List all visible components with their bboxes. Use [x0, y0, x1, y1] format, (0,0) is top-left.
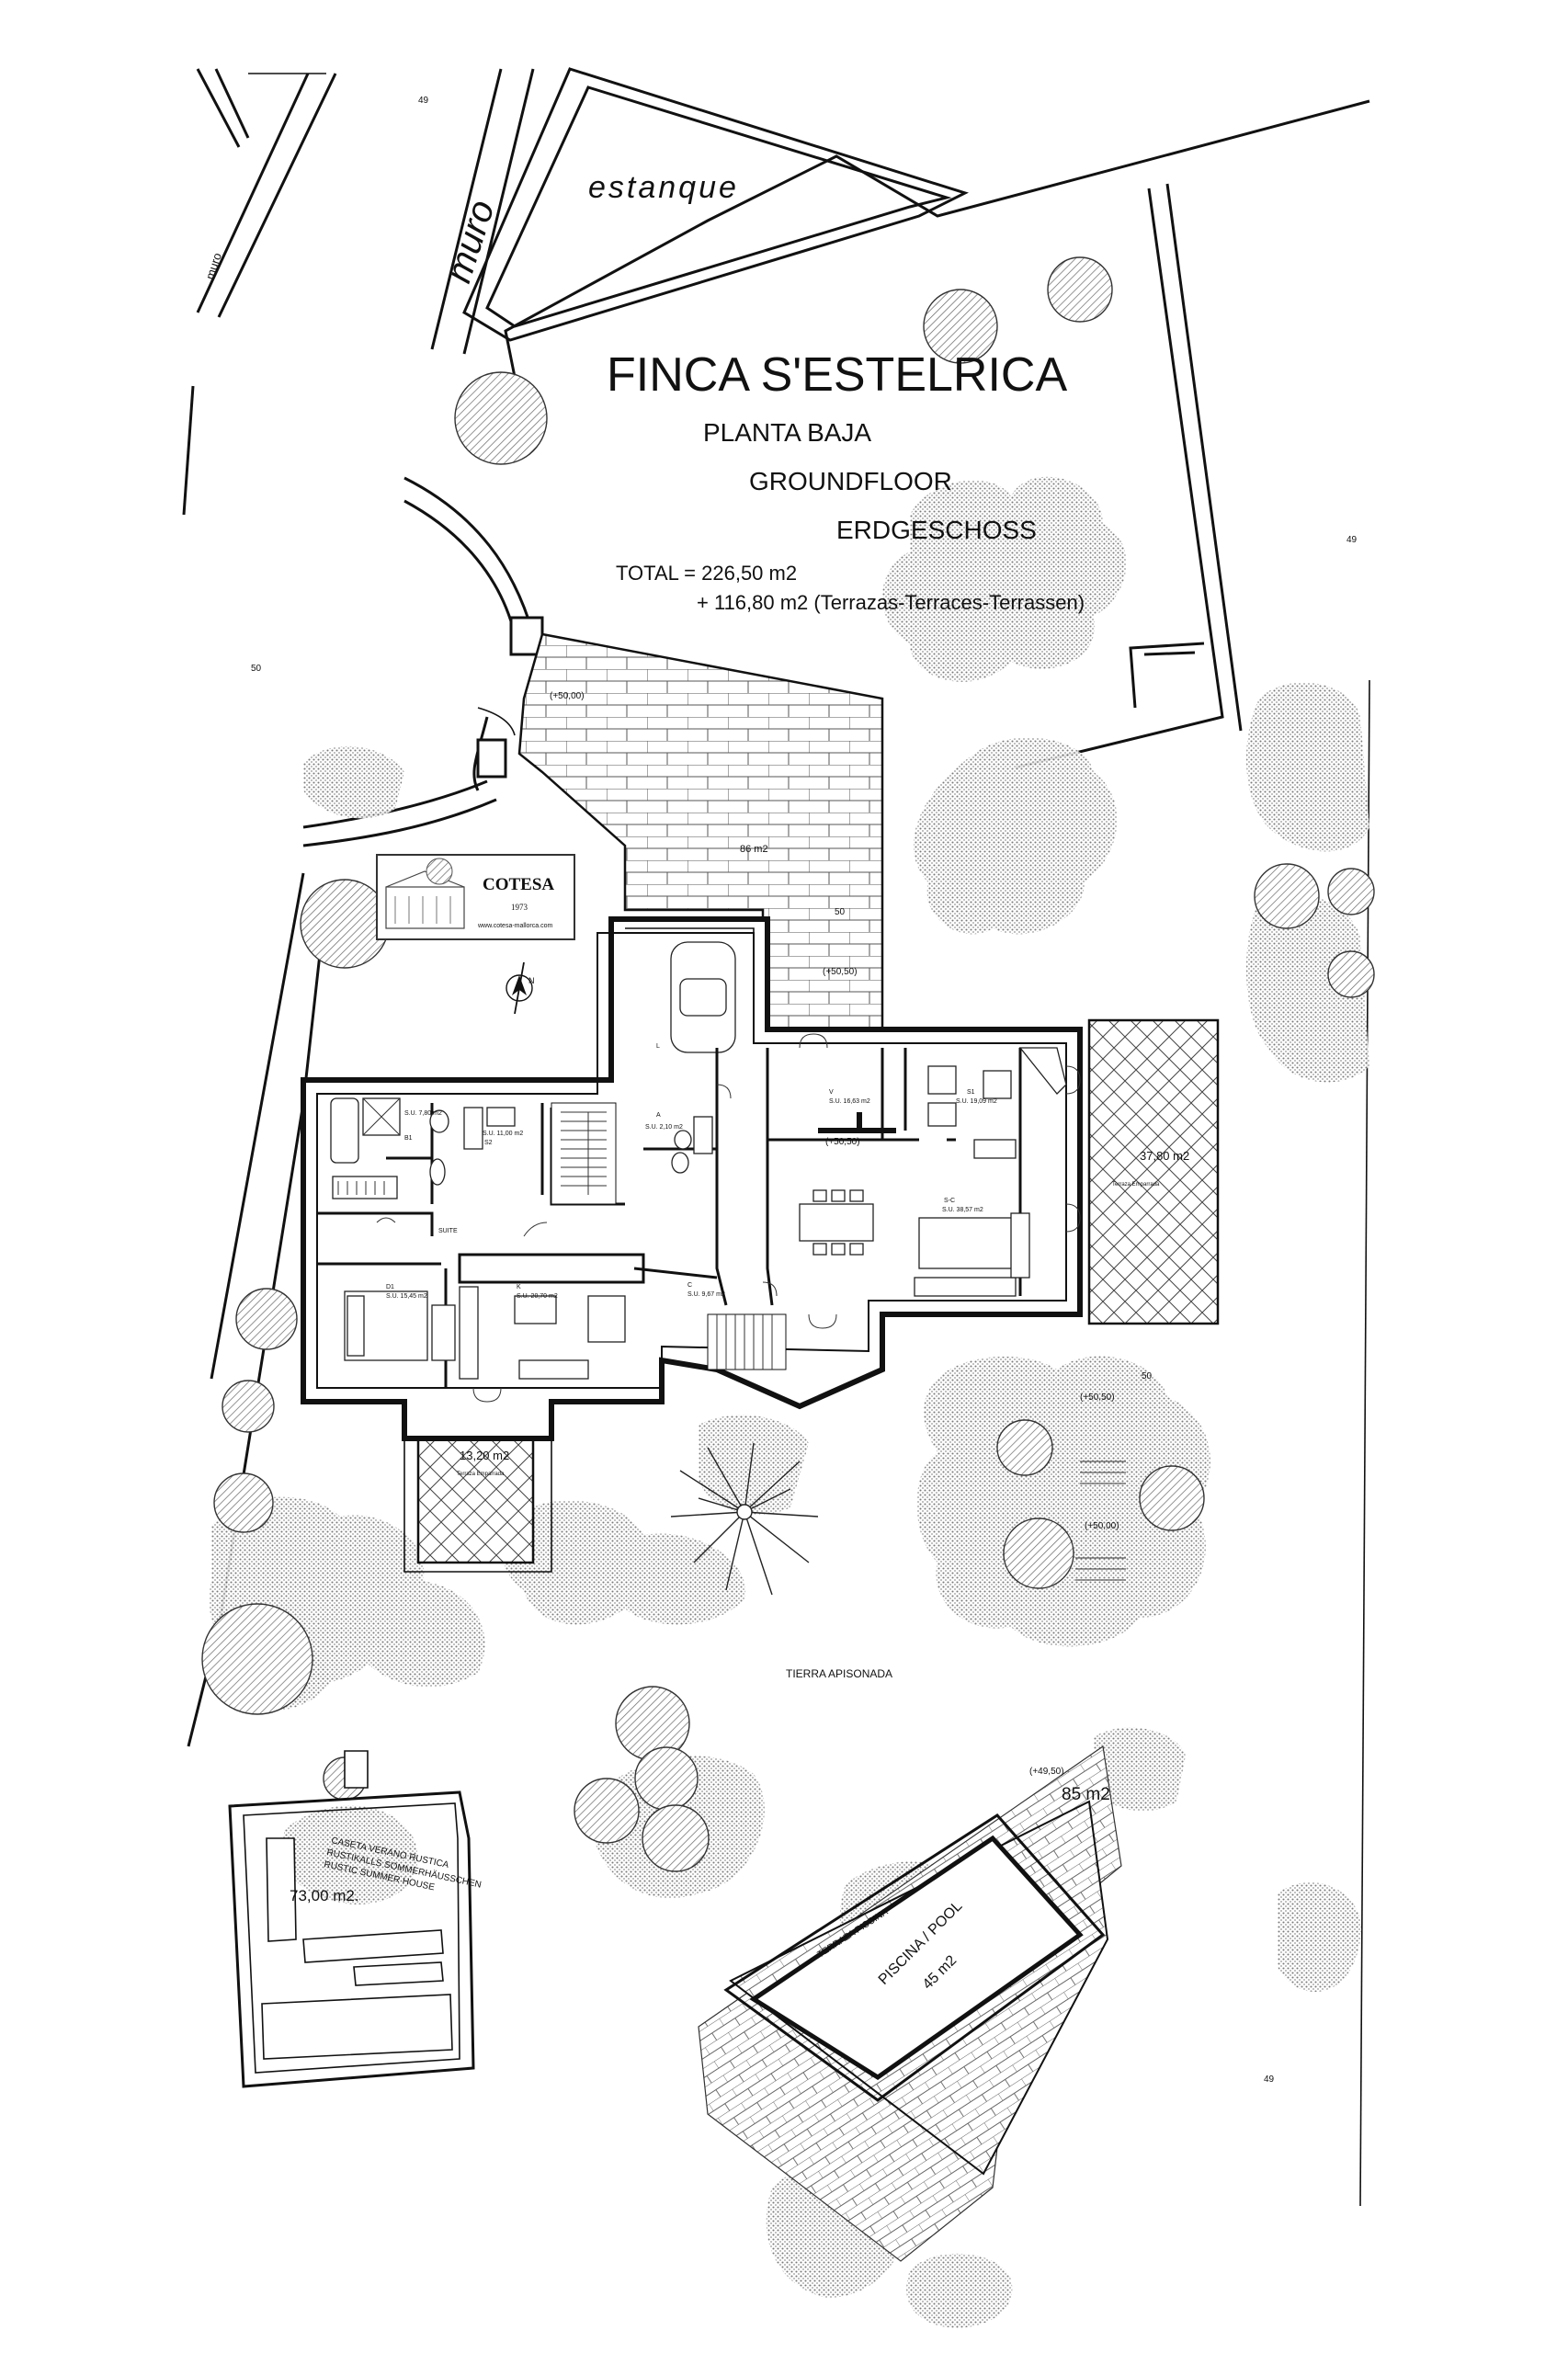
room-d1-su: S.U. 15,45 m2 — [386, 1293, 427, 1300]
terrace-area-total: + 116,80 m2 (Terrazas-Terraces-Terrassen… — [697, 591, 1085, 614]
subtitle-en: GROUNDFLOOR — [749, 467, 952, 495]
level-garden-upper: (+50,50) — [1080, 1392, 1115, 1403]
level-garden-lower: (+50,00) — [1085, 1521, 1119, 1531]
terrace-south-area: 13,20 m2 — [460, 1449, 509, 1462]
room-sc-su: S.U. 38,57 m2 — [942, 1207, 983, 1213]
room-sc-name: S-C — [944, 1198, 955, 1204]
pool — [723, 1800, 1109, 2176]
muro-label-small: muro — [203, 251, 224, 281]
subtitle-es: PLANTA BAJA — [703, 418, 871, 447]
room-s1-su: S.U. 19,09 m2 — [956, 1098, 997, 1105]
terrace-east-area: 37,80 m2 — [1140, 1149, 1189, 1163]
total-area: TOTAL = 226,50 m2 — [616, 562, 797, 585]
room-v-name: V — [829, 1089, 834, 1096]
title-block: FINCA S'ESTELRICA PLANTA BAJA GROUNDFLOO… — [607, 348, 1085, 614]
room-d1-name: D1 — [386, 1284, 394, 1290]
elev-50-left: 50 — [251, 664, 262, 674]
palm-tree — [670, 1442, 819, 1596]
level-pool: (+49,50) — [1029, 1767, 1064, 1777]
logo-name: COTESA — [483, 875, 554, 894]
north-arrow — [506, 961, 533, 1015]
elev-50-east: 50 — [1142, 1371, 1153, 1381]
terrace-east-caption: Terraza Emparrada — [1112, 1182, 1160, 1188]
pond-label: estanque — [588, 170, 739, 205]
elev-49-lower: 49 — [1264, 2075, 1275, 2085]
level-terrace: (+50,50) — [823, 967, 858, 977]
muro-label: muro — [438, 196, 503, 288]
terrace-south-caption: Terraza Emparrada — [457, 1472, 505, 1477]
room-c-su: S.U. 9,67 m2 — [687, 1291, 725, 1298]
garden-steps — [1075, 1461, 1126, 1581]
room-a-su: S.U. 2,10 m2 — [645, 1124, 683, 1131]
subtitle-de: ERDGESCHOSS — [836, 516, 1037, 544]
room-l-name: L — [656, 1043, 660, 1050]
elev-50-terrace: 50 — [835, 907, 846, 917]
summer-house-area: 73,00 m2. — [290, 1887, 359, 1904]
summer-house — [228, 1750, 475, 2088]
site-boundary-lines — [182, 68, 1370, 2207]
logo-url: www.cotesa-mallorca.com — [477, 923, 552, 929]
elev-49-top: 49 — [418, 96, 429, 106]
room-b1-name: B1 — [404, 1135, 413, 1142]
room-s2-su: S.U. 11,00 m2 — [483, 1131, 523, 1137]
terrace-top-area: 86 m2 — [740, 844, 768, 855]
room-v-su: S.U. 16,63 m2 — [829, 1098, 870, 1105]
elev-49-right: 49 — [1346, 535, 1358, 545]
pond-outline — [462, 67, 969, 342]
plan-title: FINCA S'ESTELRICA — [607, 348, 1067, 402]
pool-terrace-area: 85 m2 — [1062, 1785, 1110, 1804]
room-s1-name: S1 — [967, 1089, 975, 1096]
trees — [201, 256, 1375, 1872]
level-top: (+50,00) — [550, 691, 585, 701]
muro-wall — [430, 68, 535, 355]
level-house: (+50,50) — [825, 1137, 860, 1147]
room-a-name: A — [656, 1112, 661, 1119]
room-k-su: S.U. 20,70 m2 — [517, 1293, 558, 1300]
north-label: N — [528, 976, 535, 985]
cotesa-logo: COTESA 1973 www.cotesa-mallorca.com — [376, 854, 575, 940]
logo-year: 1973 — [511, 903, 528, 912]
room-c-name: C — [687, 1282, 692, 1289]
tierra-label: TIERRA APISONADA — [786, 1667, 892, 1680]
room-k-name: K — [517, 1284, 521, 1290]
room-s2-name: S2 — [484, 1140, 493, 1146]
room-labels: S.U. 7,80 m2 B1 S.U. 11,00 m2 S2 A S.U. … — [386, 1043, 997, 1300]
house — [301, 916, 1083, 1441]
driveway-arcs — [302, 476, 544, 847]
room-b2-su: S.U. 7,80 m2 — [404, 1110, 442, 1117]
room-suite-name: SUITE — [438, 1228, 458, 1234]
